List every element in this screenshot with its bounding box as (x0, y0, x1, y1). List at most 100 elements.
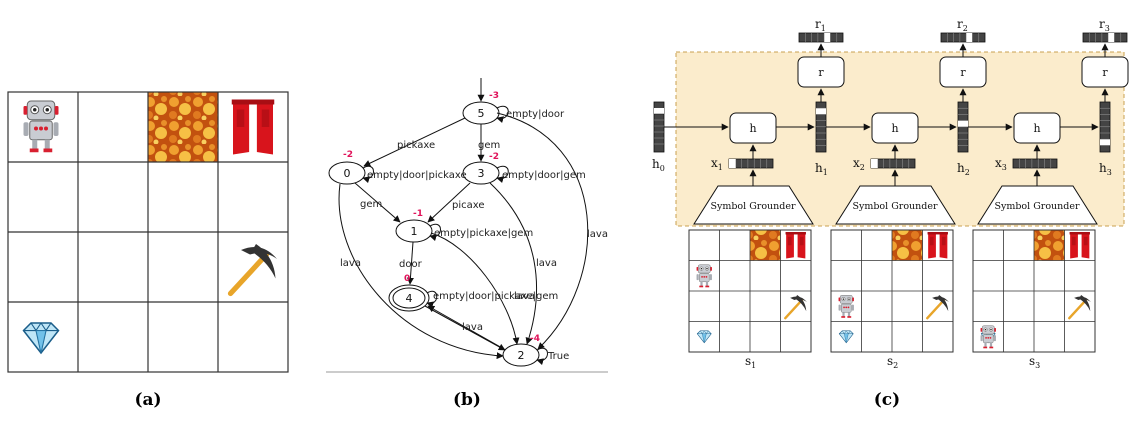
state-3 (462, 161, 500, 185)
edge-label: empty|door|pickaxe (367, 170, 467, 181)
h-cell-label: h (891, 122, 898, 135)
edge-label: empty|pickaxe|gem (434, 228, 533, 239)
pickaxe-icon (231, 244, 278, 294)
edge-label: lava (340, 258, 361, 269)
reward-0: -2 (343, 150, 353, 160)
gem-icon (838, 330, 854, 344)
pickaxe-icon (926, 293, 951, 320)
state-3-label: 3 (478, 167, 485, 180)
reward-4: 0 (404, 274, 410, 284)
state-0 (328, 161, 366, 185)
lava-icon (148, 92, 218, 162)
hidden-label: h3 (1099, 161, 1112, 177)
edge-label: empty|door|gem (502, 170, 586, 181)
state-1-label: 1 (411, 225, 418, 238)
r-cell-label: r (1102, 66, 1108, 79)
reward-label: r3 (1099, 17, 1110, 33)
state-label: s1 (745, 354, 756, 370)
edge-label: lava (462, 322, 483, 333)
state-0-label: 0 (344, 167, 351, 180)
state-1 (395, 219, 433, 243)
x-label: x2 (853, 156, 865, 172)
reward-5: -3 (489, 91, 499, 101)
x-label: x1 (711, 156, 723, 172)
state-label: s2 (887, 354, 898, 370)
symbol-grounder-label: Symbol Grounder (710, 201, 796, 212)
door-icon (231, 99, 275, 155)
reward-vector (798, 32, 844, 43)
edge-label: pickaxe (397, 140, 435, 151)
lava-icon (750, 230, 781, 261)
edge-label: lava (587, 229, 608, 240)
robot-icon (980, 325, 997, 349)
edge-label: door (399, 259, 423, 270)
mini-grid-world (972, 229, 1096, 353)
symbol-grounder-label: Symbol Grounder (994, 201, 1080, 212)
lava-icon (892, 230, 923, 261)
r-cell-label: r (818, 66, 824, 79)
edge-label: True (547, 351, 569, 362)
pickaxe-icon (784, 293, 809, 320)
state-4 (388, 284, 430, 312)
door-icon (785, 232, 806, 259)
edge-label: empty|door (506, 109, 565, 120)
h0-vector (653, 101, 665, 153)
door-icon (1069, 232, 1090, 259)
h-cell-label: h (1033, 122, 1040, 135)
lava-icon (1034, 230, 1065, 261)
robot-icon (22, 100, 60, 153)
reward-vector (940, 32, 986, 43)
h-cell-label: h (749, 122, 756, 135)
hidden-label: h1 (815, 161, 828, 177)
h-cell (729, 112, 777, 144)
edge-label: lava (514, 291, 535, 302)
state-label: s3 (1029, 354, 1040, 370)
hidden-vector (1099, 101, 1111, 153)
automaton-labels: 5 0 3 1 4 2 -3 -2 -2 -1 0 -4 empty|door … (340, 91, 608, 362)
gem-icon (696, 330, 712, 344)
symbol-grounder (693, 185, 814, 225)
h-cell (871, 112, 919, 144)
door-icon (927, 232, 948, 259)
reward-label: r2 (957, 17, 968, 33)
state-5-label: 5 (478, 107, 485, 120)
edge-label: picaxe (452, 200, 485, 211)
mini-grid-world (688, 229, 812, 353)
h-cell (1013, 112, 1061, 144)
edge-label: lava (536, 258, 557, 269)
hidden-vector (815, 101, 827, 153)
robot-icon (696, 264, 713, 288)
caption-c: (c) (874, 390, 900, 410)
hidden-vector (957, 101, 969, 153)
caption-a: (a) (134, 390, 161, 410)
x-label: x3 (995, 156, 1007, 172)
symbol-grounder (977, 185, 1098, 225)
automaton-b (326, 78, 608, 373)
reward-2: -4 (530, 334, 540, 344)
symbol-vector (728, 158, 774, 169)
edge-label: empty|door|pickaxe|gem (433, 291, 558, 302)
mini-grid-world (830, 229, 954, 353)
r-cell-label: r (960, 66, 966, 79)
caption-b: (b) (453, 390, 481, 410)
symbol-grounder (835, 185, 956, 225)
robot-icon (838, 294, 855, 319)
gem-icon (22, 322, 60, 354)
edge-label: gem (360, 199, 382, 210)
grid-world-a (7, 91, 289, 373)
reward-vector (1082, 32, 1128, 43)
symbol-vector (870, 158, 916, 169)
edge-label: gem (478, 140, 500, 151)
symbol-grounder-label: Symbol Grounder (852, 201, 938, 212)
state-4-label: 4 (406, 292, 413, 305)
state-2-label: 2 (518, 349, 525, 362)
reward-label: r1 (815, 17, 826, 33)
pickaxe-icon (1068, 293, 1093, 320)
h0-label: h0 (652, 157, 665, 173)
reward-3: -2 (489, 152, 499, 162)
